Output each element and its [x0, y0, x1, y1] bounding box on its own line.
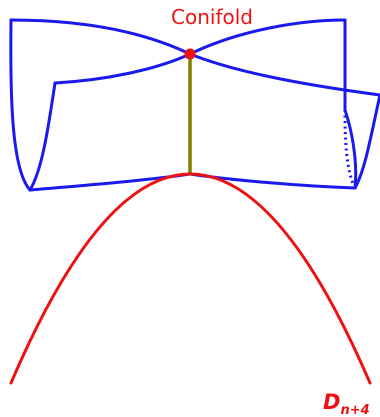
d-label-subscript: n+4 [340, 403, 369, 417]
surface-top-front-left [9, 18, 192, 56]
conifold-surface [9, 18, 380, 192]
surface-right-back-edge [353, 93, 380, 190]
surface-top-back-left [53, 52, 192, 85]
discriminant-parabola [9, 172, 372, 385]
surface-bottom-right [188, 172, 357, 190]
surface-top-front-right [188, 18, 347, 56]
d-label-base: D [323, 390, 340, 414]
surface-top-back-right [188, 52, 380, 97]
surface-right-hidden-edge [343, 109, 357, 189]
conifold-point [184, 48, 196, 60]
conifold-label: Conifold [171, 5, 253, 29]
d-label: Dn+4 [323, 390, 370, 417]
surface-left-inner-edge [28, 81, 57, 192]
surface-left-outer-edge [9, 18, 32, 192]
surface-right-outer-edge [343, 18, 358, 190]
